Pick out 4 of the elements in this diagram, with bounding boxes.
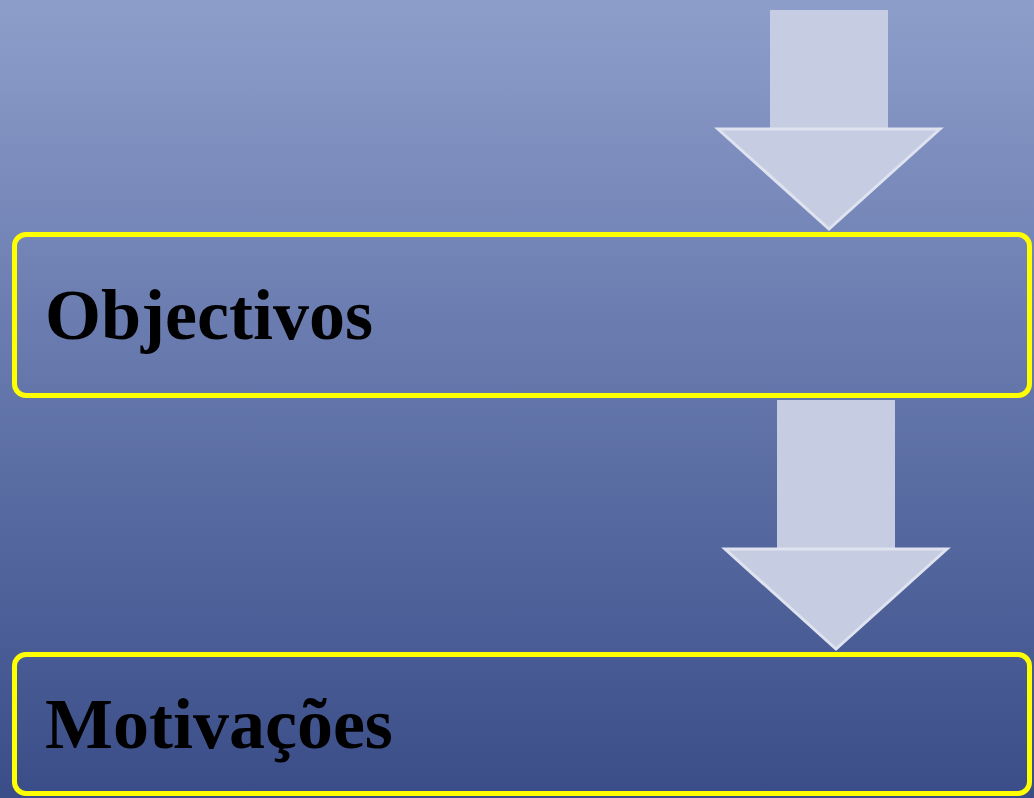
process-box: [12, 652, 1032, 796]
block-arrow: [723, 400, 949, 651]
process-box: [12, 232, 1032, 398]
block-arrow: [716, 10, 942, 231]
